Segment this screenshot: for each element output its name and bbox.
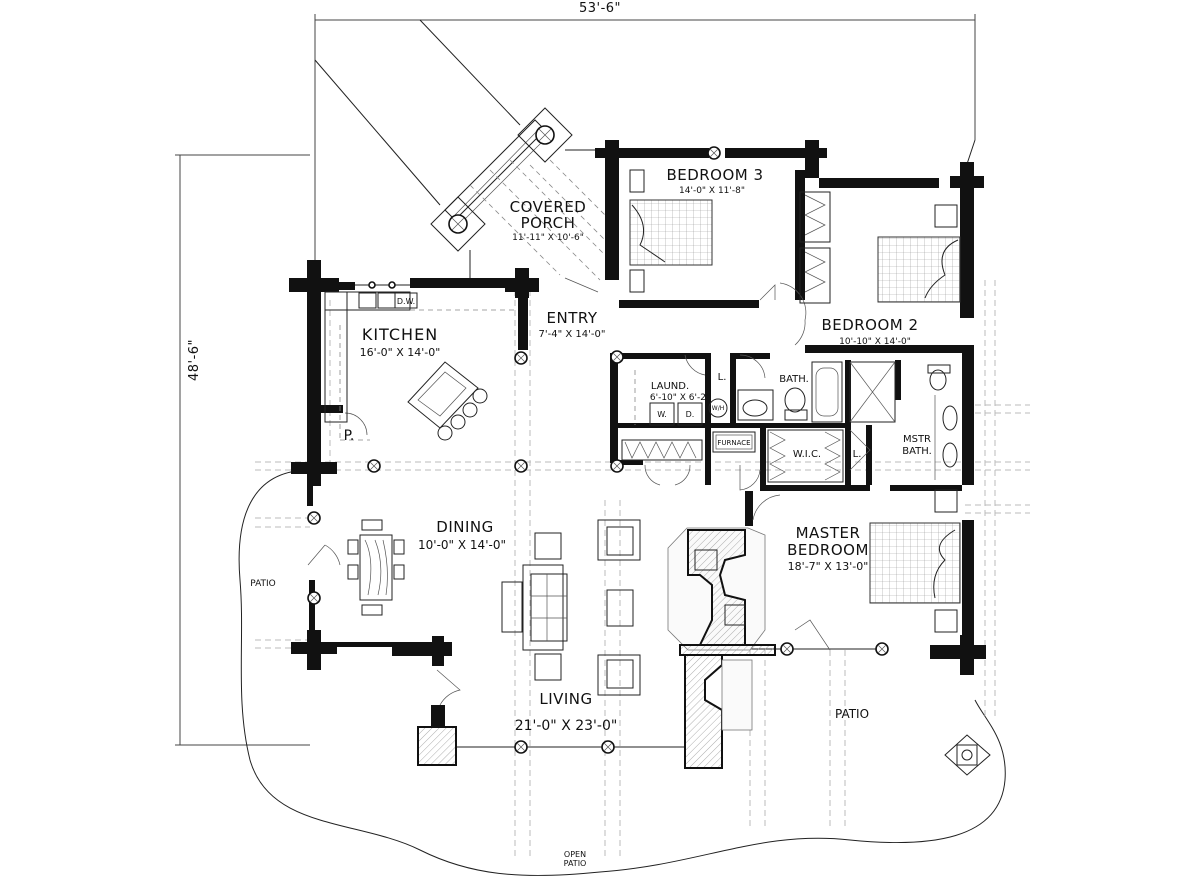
- covered-porch-size: 11'-11" X 10'-6": [512, 233, 584, 243]
- patio-column-east: [944, 734, 991, 776]
- kitchen-name: KITCHEN: [362, 325, 438, 344]
- doors: [307, 277, 871, 706]
- living-end-tables: [534, 532, 634, 681]
- mstr-bath-fixtures: [849, 361, 958, 480]
- linen-closet-2-label: L.: [853, 449, 862, 460]
- dining-table: [347, 519, 405, 616]
- kitchen-size: 16'-0" X 14'-0": [360, 346, 441, 359]
- room-living: LIVING 21'-0" X 23'-0": [515, 690, 618, 734]
- covered-porch-name-2: PORCH: [521, 214, 576, 232]
- master-bedroom-name-1: MASTER: [796, 524, 861, 542]
- kitchen-sink: [358, 292, 396, 309]
- porch-post-south: [430, 196, 486, 252]
- bed-bedroom3: [629, 169, 713, 293]
- mstr-bath-name-1: MSTR: [903, 434, 931, 445]
- bedroom2-size: 10'-10" X 14'-0": [839, 337, 911, 347]
- log-posts: [307, 146, 889, 754]
- bed-bedroom2: [877, 204, 961, 303]
- dimension-depth: 48'-6": [175, 154, 310, 746]
- covered-porch-name-1: COVERED: [510, 198, 587, 216]
- entry-name: ENTRY: [547, 309, 598, 327]
- room-dining: DINING 10'-0" X 14'-0": [418, 518, 506, 552]
- dining-name: DINING: [436, 518, 493, 536]
- bath-fixtures: [737, 361, 843, 423]
- linen-closet-1-label: L.: [718, 372, 727, 383]
- bedroom2-name: BEDROOM 2: [821, 316, 918, 334]
- kitchen-counter: [324, 291, 515, 441]
- pantry-label: P.: [344, 428, 355, 444]
- room-mstr-bath: MSTR BATH.: [902, 434, 932, 457]
- room-laundry: LAUND. 6'-10" X 6'-2": [650, 381, 710, 403]
- washer-label: W.: [657, 410, 667, 419]
- room-bedroom3: BEDROOM 3 14'-0" X 11'-8": [666, 166, 763, 196]
- kitchen-island: [407, 361, 488, 441]
- open-patio-outline: [238, 469, 1006, 877]
- patio-column-west: [417, 705, 457, 766]
- laundry-fixtures: W. D. W/H: [634, 370, 728, 426]
- overall-width-label: 53'-6": [579, 1, 621, 16]
- master-bedroom-size: 18'-7" X 13'-0": [788, 560, 869, 573]
- walk-in-closet: [767, 429, 844, 483]
- open-patio: OPEN PATIO: [564, 850, 587, 868]
- living-armchairs: [597, 519, 641, 696]
- bedroom3-name: BEDROOM 3: [666, 166, 763, 184]
- furnace: FURNACE: [712, 431, 756, 453]
- exterior-walls: [289, 140, 986, 748]
- living-name: LIVING: [539, 690, 592, 708]
- log-extension-lines: [255, 280, 1030, 860]
- room-kitchen: KITCHEN 16'-0" X 14'-0": [360, 325, 441, 359]
- furnace-label: FURNACE: [717, 439, 750, 447]
- bed-master: [869, 489, 961, 633]
- room-bedroom2: BEDROOM 2 10'-10" X 14'-0": [821, 316, 918, 347]
- dishwasher: D.W.: [394, 292, 418, 309]
- living-sofa: [501, 564, 568, 651]
- open-patio-name-2: PATIO: [564, 859, 587, 868]
- water-heater-label: W/H: [712, 405, 724, 412]
- master-bedroom-name-2: BEDROOM: [787, 541, 869, 559]
- bath-label: BATH.: [779, 374, 809, 385]
- porch-post-north: [517, 107, 573, 163]
- fireplace: [667, 527, 776, 769]
- room-master-bedroom: MASTER BEDROOM 18'-7" X 13'-0": [787, 524, 869, 573]
- patio-east-label: PATIO: [835, 707, 869, 721]
- porch-beam: [430, 107, 573, 252]
- living-size: 21'-0" X 23'-0": [515, 718, 618, 734]
- dimension-width: 53'-6": [314, 1, 976, 270]
- closet-bedroom2: [799, 191, 831, 304]
- mstr-bath-name-2: BATH.: [902, 446, 932, 457]
- overall-depth-label: 48'-6": [187, 339, 202, 381]
- dryer-label: D.: [686, 410, 695, 419]
- dishwasher-label: D.W.: [397, 297, 415, 306]
- hall-closet: [621, 439, 703, 461]
- laundry-name: LAUND.: [651, 381, 689, 392]
- entry-size: 7'-4" X 14'-0": [539, 329, 606, 340]
- room-covered-porch: COVERED PORCH 11'-11" X 10'-6": [510, 198, 587, 243]
- dining-size: 10'-0" X 14'-0": [418, 538, 506, 552]
- room-entry: ENTRY 7'-4" X 14'-0": [539, 309, 606, 340]
- patio-west-label: PATIO: [250, 579, 276, 589]
- open-patio-name-1: OPEN: [564, 850, 586, 859]
- porch-decking: [469, 159, 606, 281]
- laundry-size: 6'-10" X 6'-2": [650, 393, 710, 403]
- bedroom3-size: 14'-0" X 11'-8": [679, 186, 745, 196]
- wic-label: W.I.C.: [793, 449, 821, 460]
